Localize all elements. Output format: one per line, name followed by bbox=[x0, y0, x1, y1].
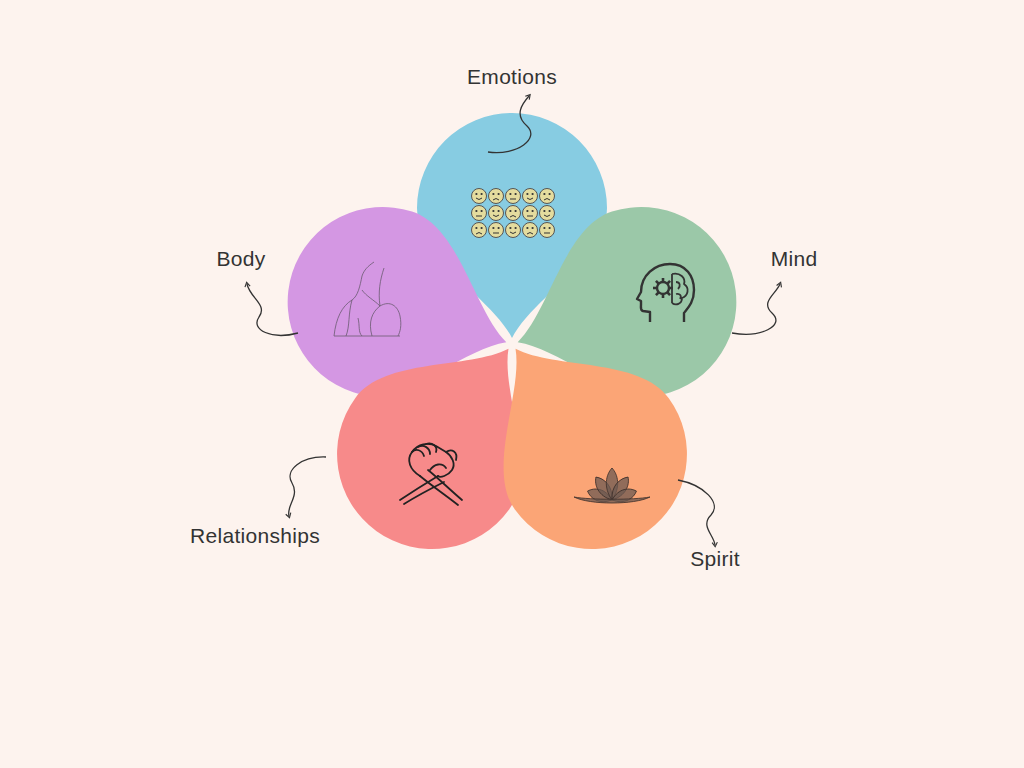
leader-arrow bbox=[732, 284, 780, 334]
petal-label: Mind bbox=[771, 247, 818, 270]
leader-arrow bbox=[678, 480, 715, 545]
emoji-face bbox=[472, 189, 487, 204]
emoji-face bbox=[506, 223, 521, 238]
emoji-face bbox=[506, 206, 521, 221]
body-sketch-icon bbox=[334, 262, 401, 336]
emoji-face bbox=[523, 223, 538, 238]
relationships-petal: Relationships bbox=[322, 352, 518, 574]
emoji-face bbox=[523, 206, 538, 221]
emoji-face bbox=[472, 206, 487, 221]
emoji-face bbox=[540, 189, 555, 204]
petal-fill bbox=[439, 293, 725, 587]
petal-label: Spirit bbox=[690, 547, 740, 570]
emoji-face bbox=[523, 189, 538, 204]
emoji-face bbox=[489, 206, 504, 221]
emoji-face bbox=[540, 206, 555, 221]
emoji-face bbox=[489, 223, 504, 238]
petal-shape bbox=[508, 352, 704, 574]
petal-label: Relationships bbox=[190, 524, 320, 547]
emoji-face bbox=[540, 223, 555, 238]
head-gear-icon bbox=[637, 264, 694, 322]
spirit-petal: Spirit bbox=[508, 352, 704, 574]
leader-arrow bbox=[247, 284, 298, 335]
lotus-icon bbox=[574, 468, 650, 505]
emoji-face bbox=[489, 189, 504, 204]
clasped-hands-icon bbox=[400, 443, 462, 505]
emoji-face bbox=[506, 189, 521, 204]
petal-label: Body bbox=[216, 247, 265, 270]
petal-shape bbox=[322, 352, 518, 574]
leader-arrow bbox=[289, 457, 326, 516]
petal-label: Emotions bbox=[467, 65, 557, 88]
leader-arrow bbox=[488, 96, 531, 153]
emoji-face bbox=[472, 223, 487, 238]
